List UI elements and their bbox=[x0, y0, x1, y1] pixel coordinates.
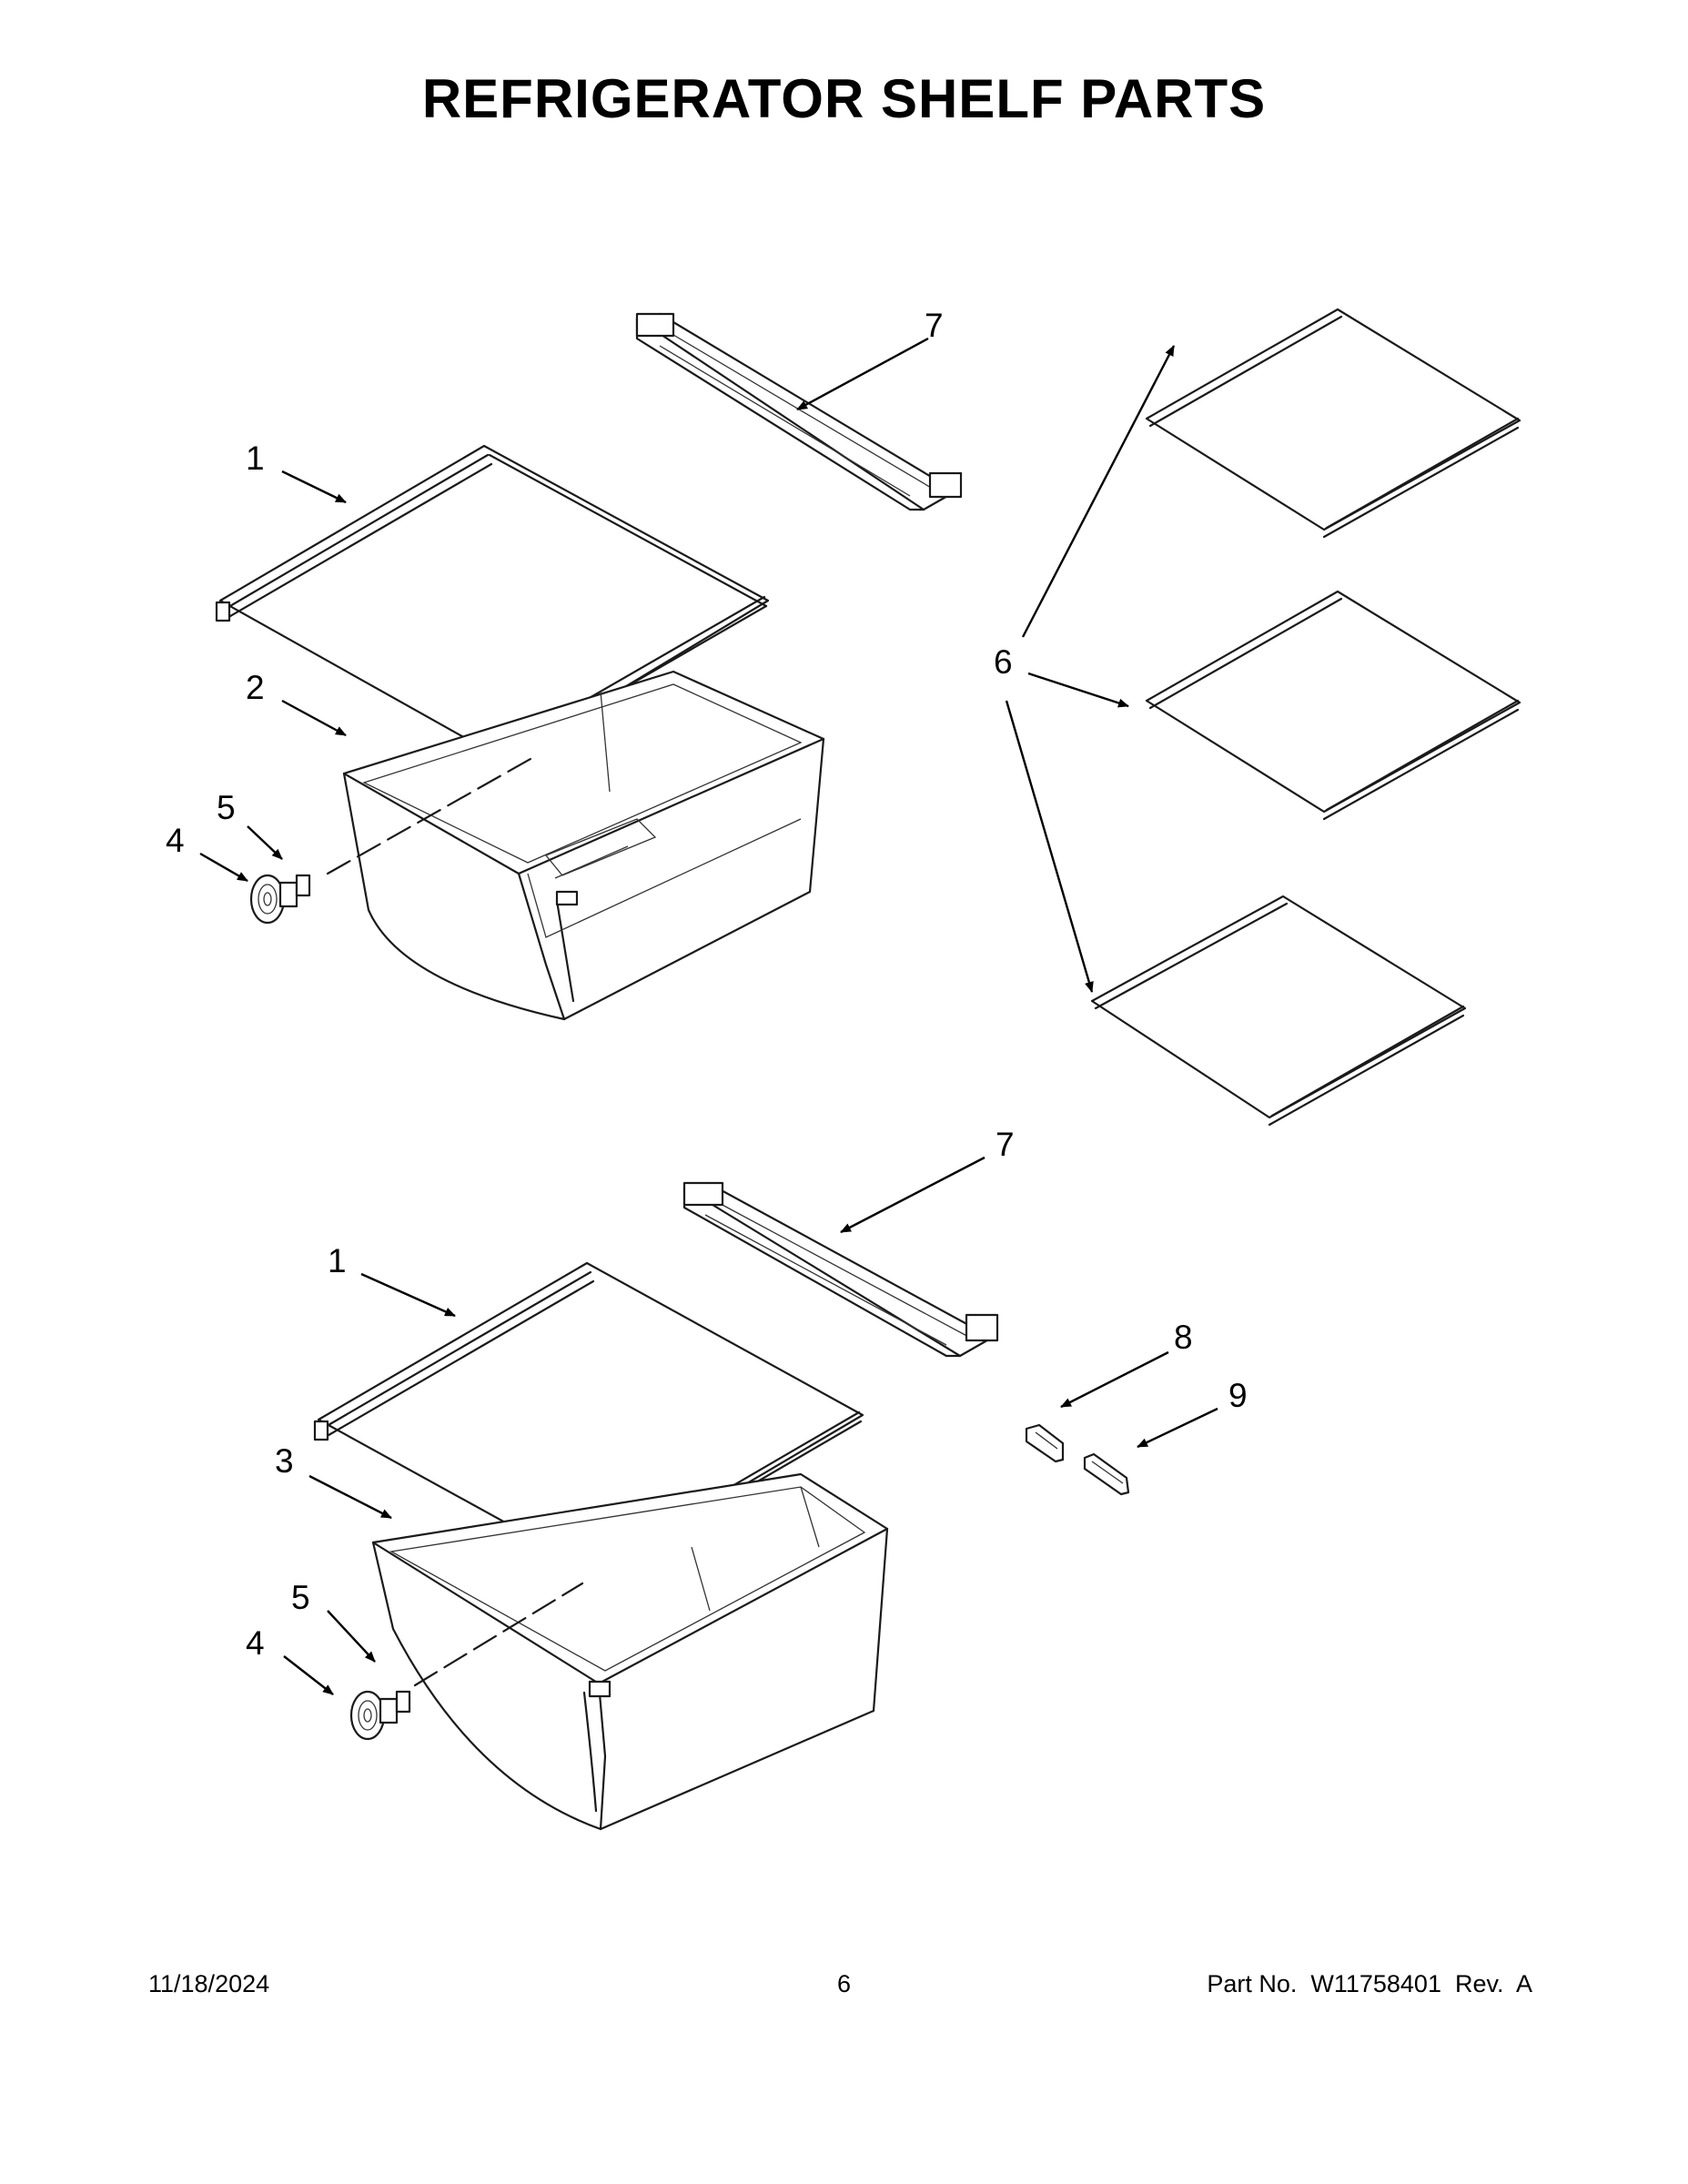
wire-shelf-bottom bbox=[1090, 895, 1467, 1127]
callout-part-8: 8 bbox=[1174, 1319, 1193, 1356]
callout-clip-upper: 5 bbox=[217, 789, 236, 826]
callout-clip-lower: 5 bbox=[291, 1579, 310, 1616]
shelf-track-lower bbox=[682, 1181, 999, 1358]
callout-track-lower: 7 bbox=[996, 1126, 1015, 1163]
callout-track-upper: 7 bbox=[925, 307, 944, 344]
crisper-drawer-upper bbox=[342, 670, 825, 1021]
footer-page-number: 6 bbox=[836, 1970, 852, 1997]
callout-part-9: 9 bbox=[1228, 1377, 1248, 1414]
callout-pivot-lower: 4 bbox=[246, 1624, 265, 1662]
leader-arrows bbox=[199, 337, 1218, 1695]
part-8-bracket bbox=[1025, 1423, 1065, 1463]
page-title: REFRIGERATOR SHELF PARTS bbox=[421, 68, 1267, 129]
callout-shelf-lower: 1 bbox=[328, 1242, 347, 1279]
wire-shelf-middle bbox=[1145, 590, 1521, 821]
callout-rails: 6 bbox=[994, 643, 1013, 681]
callout-pivot-upper: 4 bbox=[166, 822, 185, 859]
pivot-assembly-upper bbox=[249, 753, 539, 925]
pivot-assembly-lower bbox=[349, 1582, 584, 1741]
callout-crisper-upper: 2 bbox=[246, 669, 265, 706]
wire-shelf-top bbox=[1145, 308, 1521, 539]
callout-crisper-lower: 3 bbox=[275, 1442, 294, 1480]
footer-date: 11/18/2024 bbox=[148, 1970, 270, 1997]
callout-shelf-upper: 1 bbox=[246, 440, 265, 477]
footer-part-number: Part No. W11758401 Rev. A bbox=[1207, 1970, 1532, 1997]
shelf-track-upper bbox=[635, 312, 963, 511]
crisper-drawer-lower bbox=[371, 1472, 889, 1831]
part-9-clip bbox=[1083, 1452, 1130, 1496]
